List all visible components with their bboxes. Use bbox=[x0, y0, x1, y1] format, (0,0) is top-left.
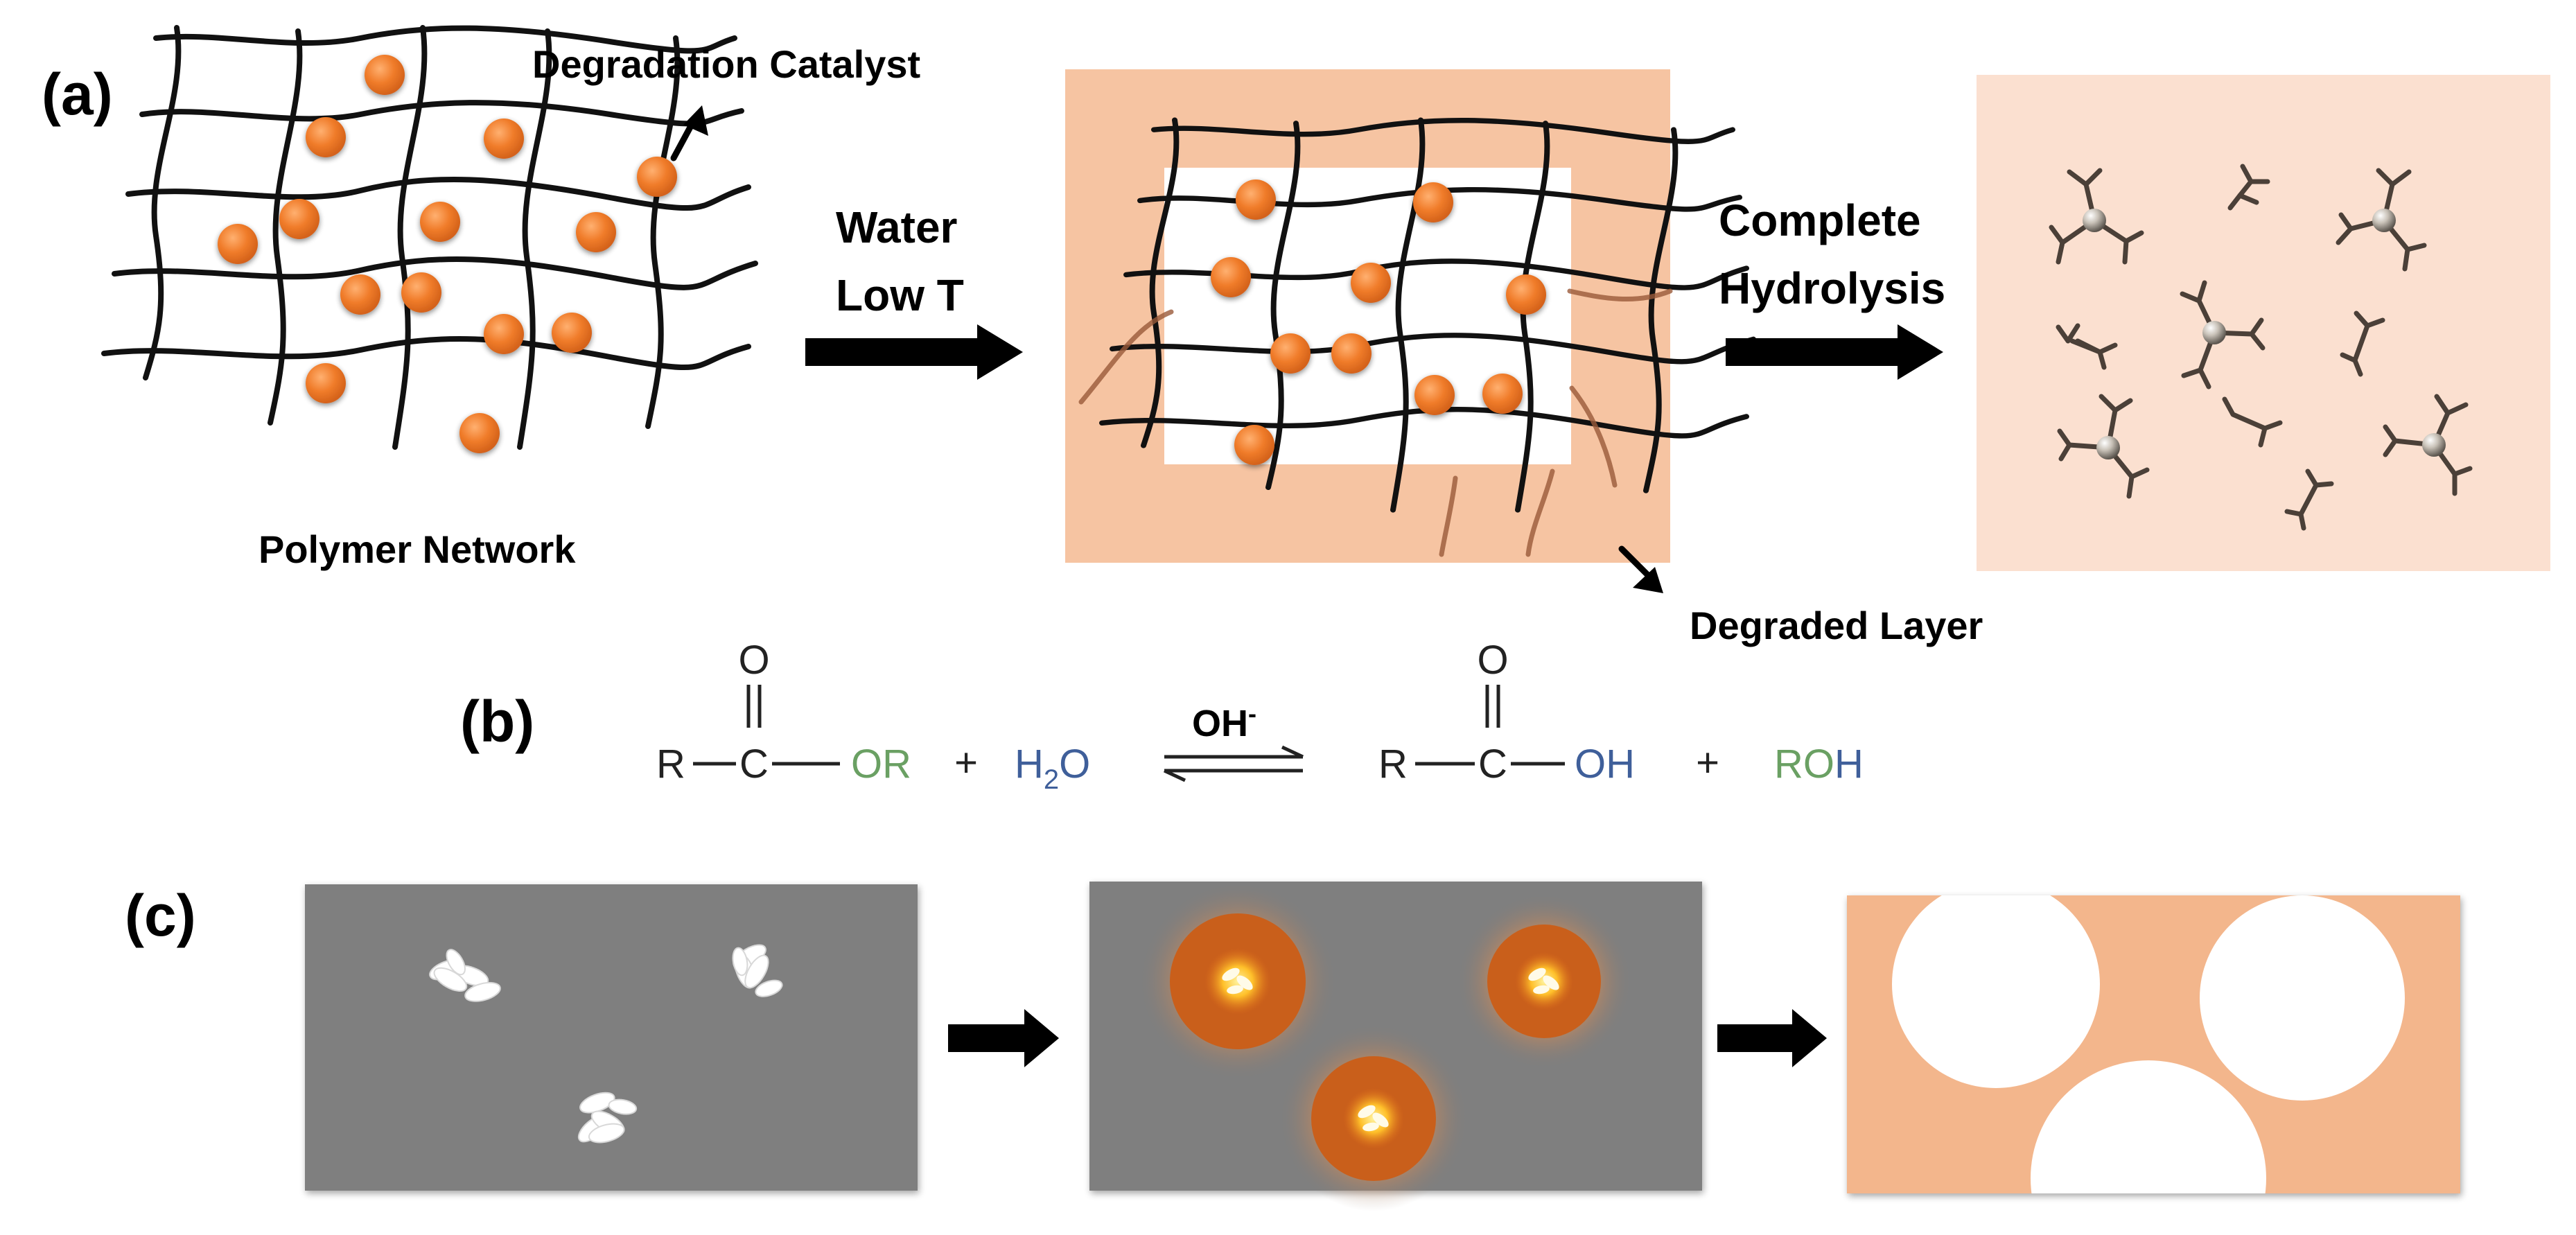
linear-fragment bbox=[2056, 164, 2385, 531]
product-carbonyl-O: O bbox=[1477, 638, 1508, 683]
catalyst-bead bbox=[552, 313, 592, 353]
panel-c-label: (c) bbox=[125, 883, 196, 948]
catalyst-bead bbox=[637, 157, 677, 197]
catalyst-bead bbox=[1506, 274, 1546, 315]
reactant-carbonyl-O: O bbox=[738, 638, 769, 683]
product-C: C bbox=[1478, 742, 1507, 787]
catalyst-beads-degrading bbox=[1211, 179, 1546, 465]
branched-monomer bbox=[2049, 168, 2144, 265]
panel-b-label: (b) bbox=[460, 689, 534, 754]
catalyst-hydroxide: OH- bbox=[1192, 699, 1256, 744]
catalyst-cluster bbox=[577, 1092, 638, 1144]
matrix-with-degradation-zones bbox=[1089, 882, 1702, 1211]
step1-line1: Water bbox=[836, 202, 957, 252]
branched-monomer bbox=[2180, 280, 2266, 389]
reactant-OR-group: OR bbox=[851, 742, 911, 787]
panel-a-label: (a) bbox=[42, 62, 113, 127]
matrix-with-catalyst-clusters bbox=[305, 884, 918, 1191]
branched-monomer bbox=[2336, 168, 2427, 272]
pore bbox=[1892, 895, 2100, 1088]
catalyst-bead bbox=[1270, 333, 1311, 374]
catalyst-bead bbox=[340, 274, 380, 315]
catalyst-bead bbox=[306, 363, 346, 403]
water-molecule: H2O bbox=[1015, 742, 1090, 795]
branched-monomer bbox=[2057, 394, 2150, 499]
product-R: R bbox=[1378, 742, 1408, 787]
product-OH-group: OH bbox=[1575, 742, 1635, 787]
pore bbox=[2200, 895, 2405, 1101]
alcohol-product: ROH bbox=[1774, 742, 1864, 787]
catalyst-bead bbox=[484, 314, 524, 354]
panel-c-arrow-2 bbox=[1717, 1009, 1827, 1067]
catalyst-bead bbox=[1482, 374, 1523, 414]
degraded-layer-pointer-arrow bbox=[1618, 545, 1663, 593]
step1-arrow bbox=[805, 324, 1023, 380]
catalyst-beads bbox=[218, 55, 677, 453]
step1-line2: Low T bbox=[836, 270, 964, 320]
catalyst-bead bbox=[1351, 263, 1391, 303]
hydrolysis-equation: O R C OR + H2O OH- O R C OH + ROH bbox=[656, 638, 1864, 795]
catalyst-label: Degradation Catalyst bbox=[532, 42, 920, 86]
reactant-C: C bbox=[739, 742, 769, 787]
catalyst-bead bbox=[365, 55, 405, 95]
catalyst-bead bbox=[420, 202, 460, 242]
catalyst-bead bbox=[1414, 375, 1455, 415]
catalyst-cluster bbox=[732, 944, 783, 997]
plus-sign-2: + bbox=[1696, 740, 1719, 785]
network-label: Polymer Network bbox=[259, 527, 576, 571]
catalyst-bead bbox=[1236, 179, 1276, 220]
hydrolysed-monomers-illustration bbox=[1977, 75, 2550, 571]
reactant-R: R bbox=[656, 742, 685, 787]
plus-sign-1: + bbox=[954, 740, 978, 785]
degrading-network-illustration bbox=[1065, 69, 1753, 563]
polymer-network-illustration bbox=[104, 28, 755, 453]
catalyst-bead bbox=[1331, 333, 1372, 374]
catalyst-bead bbox=[459, 413, 500, 453]
degradation-zone bbox=[1458, 895, 1630, 1067]
catalyst-bead bbox=[1413, 182, 1453, 222]
degradation-zone bbox=[1281, 1026, 1466, 1211]
catalyst-bead bbox=[279, 199, 319, 239]
catalyst-bead bbox=[1234, 425, 1274, 465]
step2-line1: Complete bbox=[1719, 195, 1921, 245]
catalyst-bead bbox=[401, 272, 441, 313]
step2-line2: Hydrolysis bbox=[1719, 263, 1945, 313]
catalyst-bead bbox=[306, 117, 346, 157]
catalyst-cluster bbox=[429, 949, 501, 1002]
catalyst-bead bbox=[1211, 257, 1251, 297]
catalyst-bead bbox=[218, 224, 258, 264]
catalyst-bead bbox=[484, 119, 524, 159]
porous-material bbox=[1847, 895, 2460, 1193]
catalyst-pointer-arrow bbox=[670, 105, 708, 161]
equilibrium-arrows bbox=[1163, 745, 1304, 782]
degradation-zone bbox=[1141, 884, 1335, 1078]
degraded-layer-label: Degraded Layer bbox=[1690, 604, 1983, 647]
hydrolysed-background bbox=[1977, 75, 2550, 571]
intact-core-zone bbox=[1164, 168, 1571, 464]
panel-c-arrow-1 bbox=[948, 1009, 1059, 1067]
pore bbox=[2031, 1060, 2266, 1193]
catalyst-bead bbox=[576, 212, 616, 252]
branched-monomer bbox=[2383, 394, 2473, 496]
step2-arrow bbox=[1726, 324, 1943, 380]
